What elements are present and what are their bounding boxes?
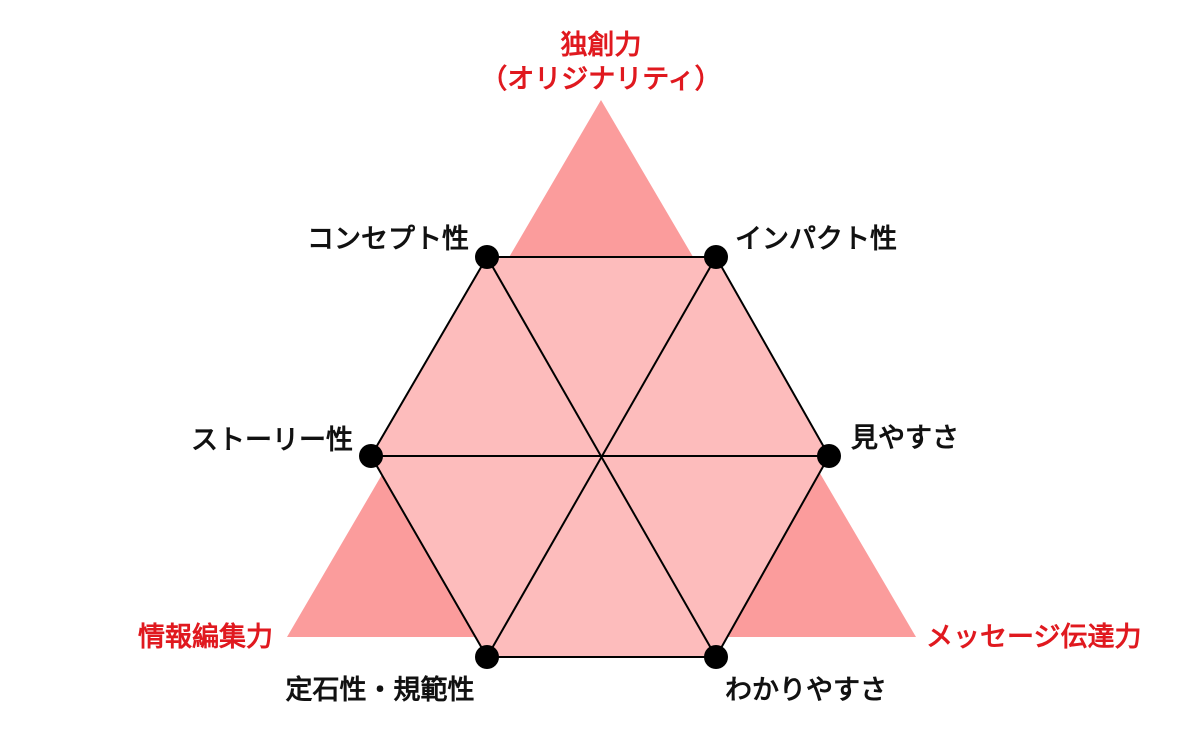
node-label-impact: インパクト性 xyxy=(735,224,897,255)
node-dot-visibility xyxy=(817,444,841,468)
node-dot-concept xyxy=(475,245,499,269)
corner-label-bottom-right: メッセージ伝達力 xyxy=(926,622,1141,653)
node-dot-impact xyxy=(704,245,728,269)
corner-label-bottom-left: 情報編集力 xyxy=(138,621,273,653)
node-label-clarity: わかりやすさ xyxy=(725,675,887,706)
node-dot-story xyxy=(359,444,383,468)
node-dot-clarity xyxy=(704,645,728,669)
corner-label-top-line1: 独創力 xyxy=(561,30,642,61)
corner-label-top-line2: （オリジナリティ） xyxy=(480,64,721,95)
node-label-concept: コンセプト性 xyxy=(307,224,469,255)
node-label-standard: 定石性・規範性 xyxy=(286,674,475,706)
node-label-visibility: 見やすさ xyxy=(851,423,959,454)
node-dot-standard xyxy=(475,645,499,669)
node-label-story: ストーリー性 xyxy=(191,425,353,456)
